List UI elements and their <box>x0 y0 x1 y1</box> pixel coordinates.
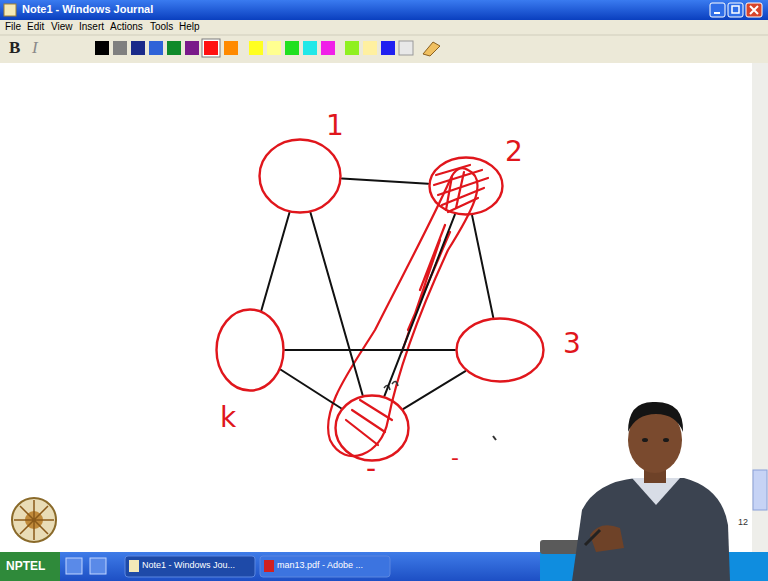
vertex-circle <box>215 308 285 392</box>
pen-colors <box>95 39 440 57</box>
window-title: Note1 - Windows Journal <box>22 3 153 15</box>
graph-vertex: 2 <box>428 156 504 216</box>
graph-edge <box>281 370 341 408</box>
vertex-label: 3 <box>563 330 581 358</box>
italic-button: I <box>32 39 38 58</box>
menu-item: File <box>5 21 21 32</box>
taskbar-item: man13.pdf - Adobe ... <box>277 561 363 571</box>
vertex-circle <box>428 156 504 216</box>
menu-item: Tools <box>150 21 173 32</box>
close-button <box>746 3 762 17</box>
taskbar-item: Note1 - Windows Jou... <box>142 561 235 571</box>
vertex-label: k <box>220 404 236 432</box>
ink-mark: - <box>451 446 459 470</box>
logo-text: NPTEL <box>6 560 45 573</box>
red-highlight <box>328 165 488 456</box>
menu-bar <box>0 20 768 35</box>
graph-vertex: k <box>215 308 285 392</box>
app-icon <box>4 4 16 16</box>
vertex-circle <box>455 317 545 383</box>
menu-item: Help <box>179 21 200 32</box>
graph-edge <box>384 215 454 396</box>
menu-item: Edit <box>27 21 44 32</box>
ink-marks <box>384 381 398 390</box>
graph-edge <box>285 349 455 351</box>
vertex-circle <box>334 394 410 462</box>
vertex-label: 1 <box>326 112 344 140</box>
bold-button: B <box>9 39 20 58</box>
page-number: 12 <box>738 518 748 528</box>
vertex-circle <box>258 138 342 214</box>
vertex-label: - <box>366 455 376 483</box>
graph-vertex: 1 <box>258 138 342 214</box>
taskbar-button <box>125 556 255 577</box>
graph-edge <box>261 213 289 311</box>
vertex-label: 2 <box>505 138 523 166</box>
minimize-button <box>710 3 725 17</box>
menu-item: Insert <box>79 21 104 32</box>
maximize-button <box>728 3 743 17</box>
graph-vertex: 3 <box>455 317 545 383</box>
menu-item: View <box>51 21 73 32</box>
scrollbar <box>752 63 768 552</box>
ink-dot <box>493 436 496 440</box>
taskbar-button <box>260 556 390 577</box>
nptel-logo <box>12 498 56 542</box>
title-bar <box>0 0 768 20</box>
graph-vertex: - <box>334 394 410 462</box>
graph-edge <box>311 213 363 395</box>
graph-edge <box>342 179 428 184</box>
toolbar <box>0 35 768 63</box>
graph-edge <box>403 371 465 409</box>
presenter <box>540 402 730 581</box>
graph-edge <box>472 216 493 318</box>
menu-item: Actions <box>110 21 143 32</box>
ink-canvas <box>0 63 752 552</box>
start-area <box>0 552 60 581</box>
